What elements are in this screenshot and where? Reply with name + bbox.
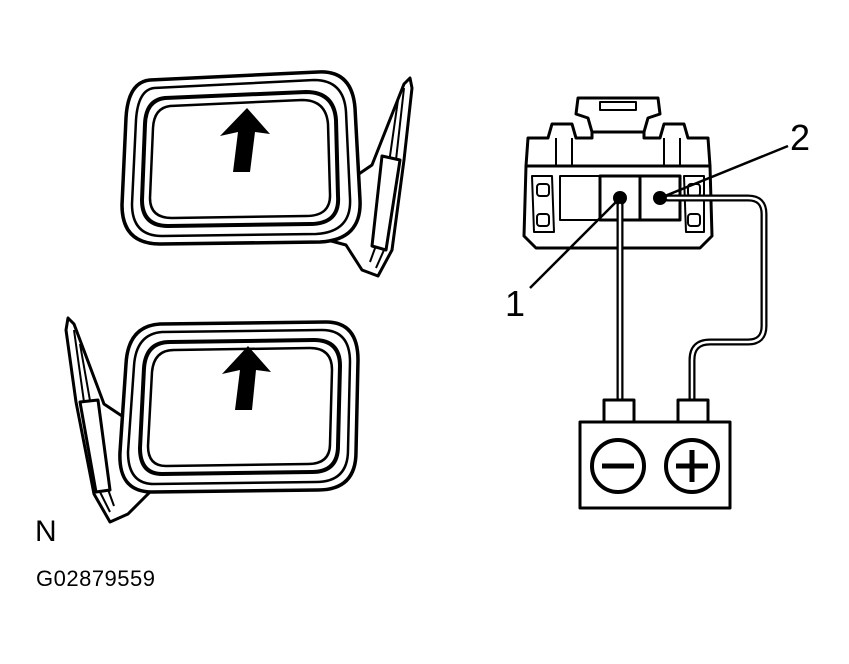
callout-leaders [529, 144, 789, 289]
battery-icon [578, 398, 732, 510]
orientation-label: N [35, 515, 57, 548]
callout-1: 1 [505, 283, 525, 324]
battery-negative-post [602, 398, 636, 424]
mirror-up-arrow-icon [222, 346, 271, 410]
bottom-mirror [64, 316, 360, 524]
top-mirror [120, 70, 414, 278]
battery-positive-post [676, 398, 710, 424]
battery-positive-label: + [0, 0, 1, 1]
callout-2: 2 [790, 117, 810, 158]
figure-code: G02879559 [36, 566, 156, 591]
mirror-up-arrow-icon [220, 108, 270, 172]
